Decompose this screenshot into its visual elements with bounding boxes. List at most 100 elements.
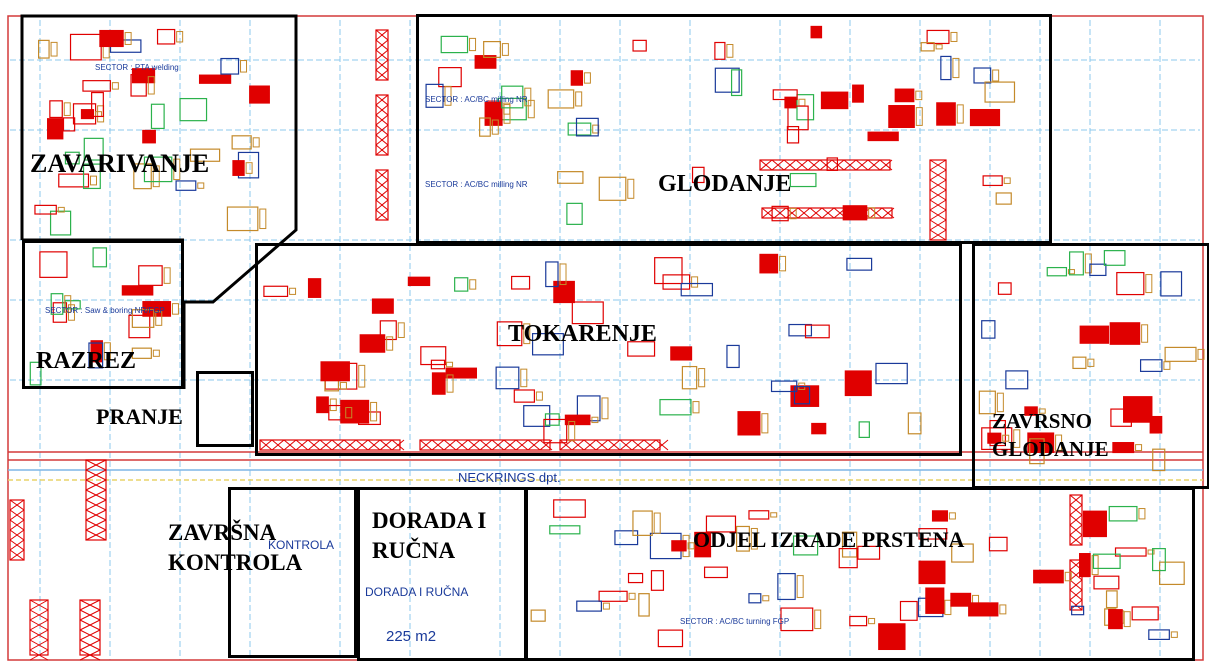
machine (826, 157, 839, 171)
machine (62, 117, 76, 132)
machine (792, 535, 819, 556)
machine (1024, 406, 1046, 416)
rack (1069, 559, 1083, 611)
machine (654, 257, 683, 285)
machine (950, 592, 980, 607)
dorada-i-rucna-small-label: DORADA I RUČNA (365, 585, 469, 599)
rack (375, 94, 389, 156)
machine (931, 510, 956, 522)
machine (340, 399, 378, 424)
label-odjel-izrade: ODJEL IZRADE PRSTENA (693, 527, 965, 552)
machine (1103, 250, 1126, 266)
rack (375, 29, 389, 81)
machine (777, 572, 804, 601)
machine (440, 35, 477, 54)
machine (926, 29, 958, 45)
machine (49, 100, 71, 119)
machine (810, 25, 823, 39)
machine (788, 323, 813, 337)
machine (29, 361, 42, 386)
machine (748, 510, 778, 520)
machine (523, 405, 551, 427)
machine (804, 324, 830, 339)
machine (662, 274, 699, 290)
machine (918, 560, 946, 585)
zone-glodanje-border (416, 14, 1052, 244)
machine (936, 102, 964, 126)
machine (1029, 438, 1045, 465)
machine (549, 525, 581, 535)
machine (907, 412, 922, 435)
machine (371, 298, 394, 314)
label-razrez: RAZREZ (36, 348, 137, 374)
machine (1105, 590, 1118, 609)
machine (650, 570, 665, 591)
machine (1159, 561, 1185, 586)
machine (445, 367, 477, 379)
machine (39, 251, 68, 278)
machine (50, 293, 72, 315)
machine (789, 172, 817, 188)
machine (1071, 605, 1085, 616)
machine (981, 320, 996, 339)
machine (627, 341, 656, 357)
machine (969, 108, 1001, 127)
machine (407, 276, 431, 287)
machine (987, 432, 1010, 444)
machine (495, 366, 528, 390)
machine (545, 261, 567, 288)
machine (91, 91, 104, 118)
machine (513, 389, 543, 403)
machine (638, 593, 650, 617)
rack (29, 599, 49, 661)
machine (1033, 569, 1072, 584)
machine (671, 540, 695, 552)
machine (1123, 396, 1153, 423)
machine (940, 55, 960, 81)
machine (730, 69, 743, 97)
machine (496, 321, 531, 347)
machine (430, 359, 454, 370)
machine (820, 91, 849, 110)
machine (571, 301, 604, 325)
machine-layout (29, 25, 1205, 651)
machine (547, 89, 583, 109)
machine (657, 629, 684, 648)
machine (1108, 505, 1146, 522)
machine (772, 89, 798, 101)
machine (531, 333, 564, 356)
machine (575, 117, 599, 137)
machine (379, 320, 405, 341)
machine (1152, 548, 1166, 572)
machine (694, 531, 712, 558)
machine (179, 97, 208, 122)
machine (64, 151, 80, 165)
machine (973, 67, 1000, 84)
machine (627, 572, 644, 584)
kontrola-label: KONTROLA (268, 538, 335, 552)
machine (1148, 629, 1178, 640)
machine (1160, 271, 1183, 297)
machine (530, 609, 546, 622)
machine (780, 607, 822, 632)
machine (726, 344, 740, 369)
machine (748, 593, 770, 604)
machine (431, 372, 454, 395)
machine (1027, 432, 1063, 453)
machine (838, 547, 858, 569)
zone-pranje-border (196, 371, 254, 447)
machine (359, 334, 394, 353)
machine (130, 74, 155, 97)
machine (454, 277, 477, 292)
machine (420, 346, 447, 366)
machine (198, 74, 232, 84)
machine (47, 118, 64, 140)
machine (131, 347, 160, 359)
label-dorada-rucna: DORADA I RUČNA (372, 508, 487, 563)
machine (1082, 510, 1107, 538)
machine (1152, 448, 1166, 472)
machine (899, 600, 918, 621)
machine (83, 137, 104, 161)
machine (632, 39, 647, 52)
